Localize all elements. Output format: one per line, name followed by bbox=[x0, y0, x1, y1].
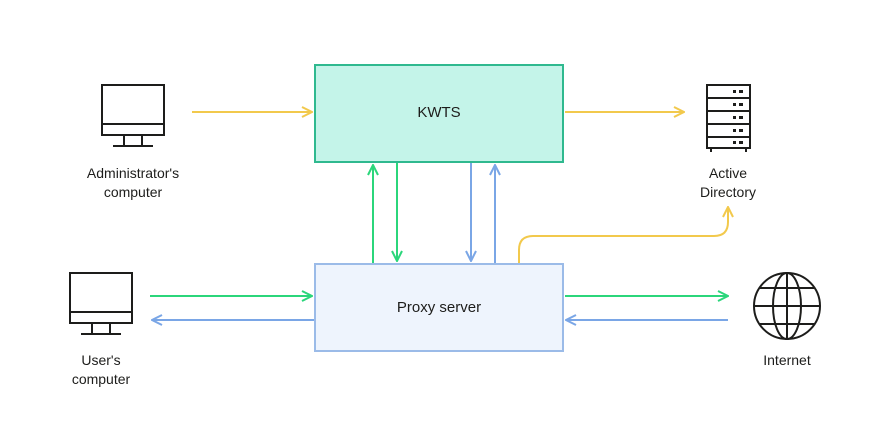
server-rack-leds bbox=[733, 90, 743, 144]
active-directory-label: Active Directory bbox=[699, 165, 756, 200]
admin-computer-label: Administrator's computer bbox=[86, 165, 180, 200]
arrow-proxy-to-ad bbox=[518, 207, 728, 263]
server-rack-icon bbox=[706, 84, 751, 152]
admin-monitor-icon bbox=[101, 84, 165, 147]
internet-label: Internet bbox=[763, 352, 811, 368]
proxy-server-box bbox=[314, 263, 564, 352]
kwts-box bbox=[314, 64, 564, 163]
kwts-label: KWTS bbox=[417, 104, 461, 121]
proxy-server-label: Proxy server bbox=[396, 299, 482, 316]
globe-icon bbox=[753, 272, 821, 340]
user-monitor-icon bbox=[69, 272, 133, 335]
user-computer-label: User's computer bbox=[71, 352, 131, 387]
